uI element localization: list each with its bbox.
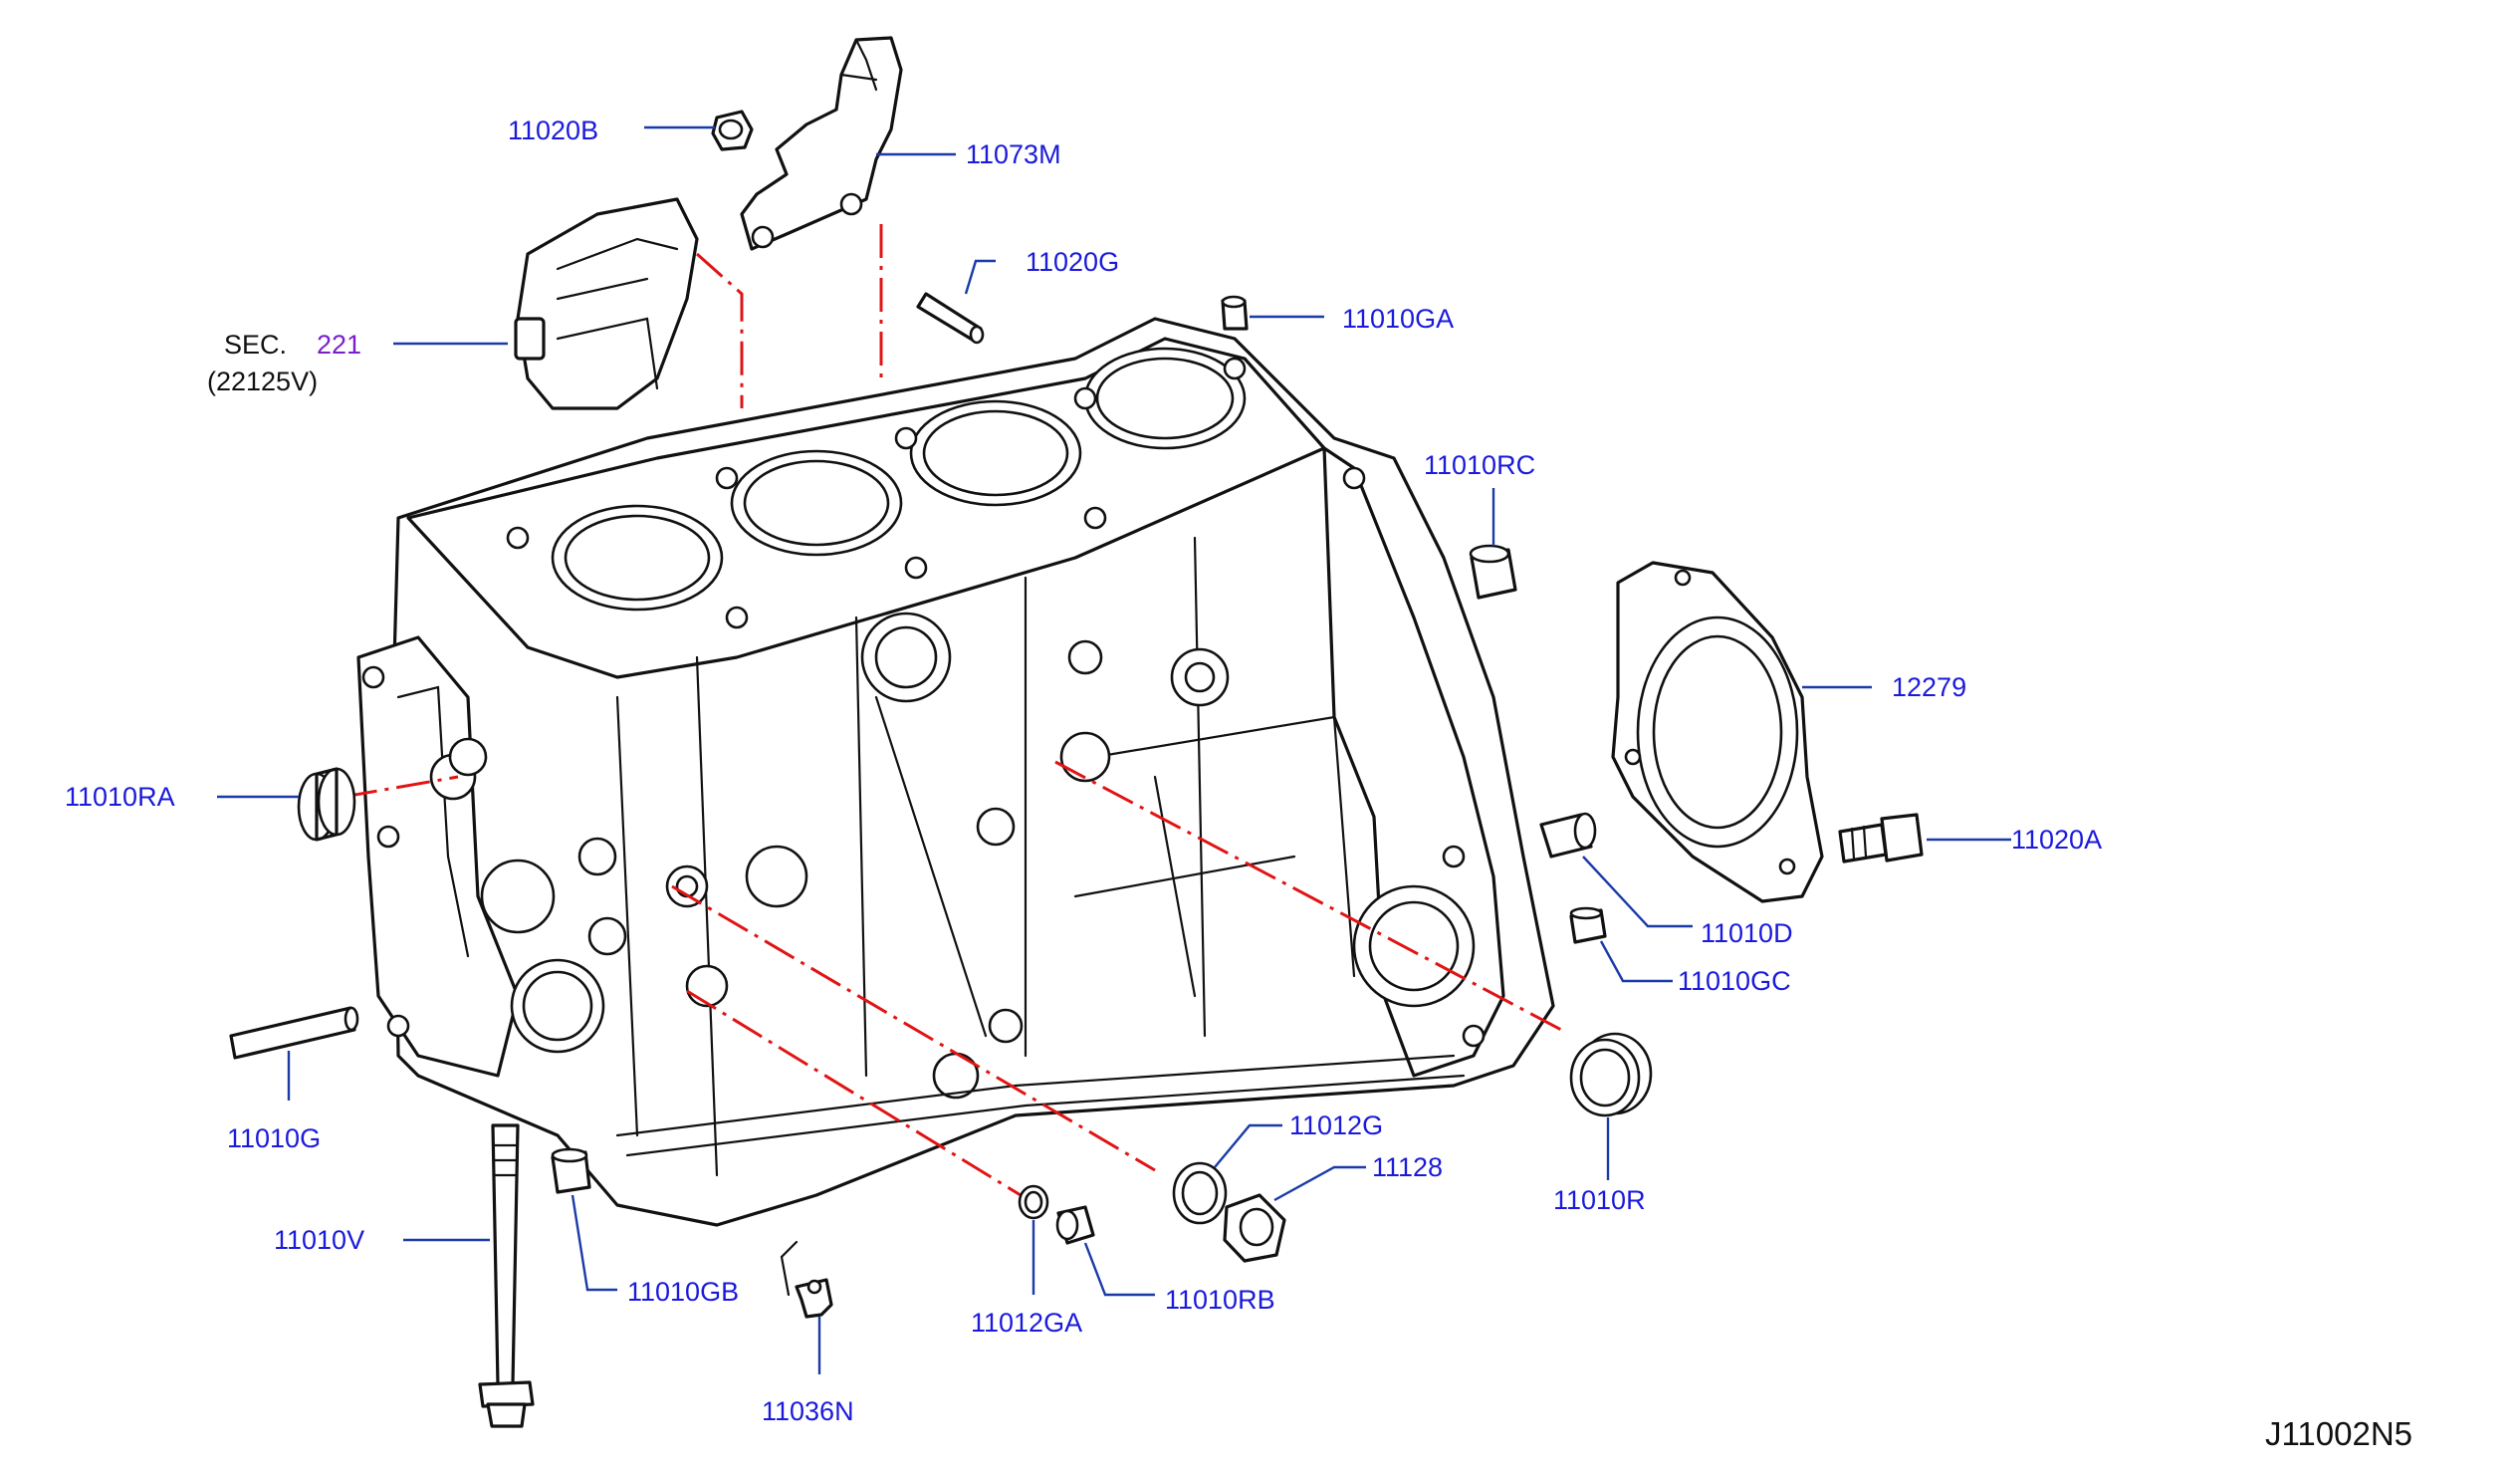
part-11010GA-graphic[interactable] [1221,295,1249,331]
label-11010RA[interactable]: 11010RA [65,782,175,812]
diagram-code: J11002N5 [2265,1415,2413,1452]
part-12279-graphic[interactable] [1611,561,1824,903]
label-11010V[interactable]: 11010V [274,1225,365,1255]
label-11010G[interactable]: 11010G [227,1123,322,1153]
label-11010RB[interactable]: 11010RB [1165,1285,1275,1315]
label-11012GA[interactable]: 11012GA [971,1308,1083,1338]
section-ref-sub: (22125V) [207,367,319,396]
label-11020B[interactable]: 11020B [508,116,599,145]
part-11010GB-graphic[interactable] [551,1147,591,1194]
part-11020B-graphic[interactable] [711,110,754,151]
part-11010RA-graphic[interactable] [297,767,356,842]
leader-lines [217,125,2011,1374]
label-11036N[interactable]: 11036N [762,1396,854,1426]
part-11020G-graphic[interactable] [916,292,985,345]
part-11010GC-graphic[interactable] [1569,906,1607,944]
label-11020A[interactable]: 11020A [2011,825,2103,855]
label-11073M[interactable]: 11073M [966,139,1061,169]
part-11010V-graphic[interactable] [478,1123,535,1428]
label-11010GB[interactable]: 11010GB [627,1277,740,1307]
part-11010G-graphic[interactable] [229,1006,359,1060]
part-11010R-graphic[interactable] [1569,1032,1653,1117]
part-11020A-graphic[interactable] [1838,813,1924,863]
label-11012G[interactable]: 11012G [1289,1110,1384,1140]
label-11010GC[interactable]: 11010GC [1678,966,1791,996]
label-11010GA[interactable]: 11010GA [1342,304,1455,334]
part-11128-graphic[interactable] [1223,1193,1286,1263]
label-11020G[interactable]: 11020G [1026,247,1120,277]
label-12279[interactable]: 12279 [1892,672,1967,702]
part-11012GA-graphic[interactable] [1018,1184,1049,1220]
label-11128[interactable]: 11128 [1372,1152,1444,1182]
label-11010D[interactable]: 11010D [1701,918,1793,948]
part-11012G-graphic[interactable] [1172,1161,1228,1225]
part-11010D-graphic[interactable] [1539,812,1597,859]
cylinder-block[interactable] [356,317,1555,1227]
label-11010RC[interactable]: 11010RC [1424,450,1536,480]
label-11010R[interactable]: 11010R [1553,1185,1646,1215]
part-11010RB-graphic[interactable] [1055,1205,1095,1245]
section-ref-prefix: SEC. [224,330,288,360]
section-221-cover-graphic[interactable] [514,197,699,410]
assembly-centerlines [343,224,1564,1197]
section-ref-number[interactable]: 221 [317,330,362,360]
part-11010RC-graphic[interactable] [1469,544,1517,600]
part-11073M-graphic[interactable] [740,36,903,251]
part-11036N-graphic[interactable] [780,1240,833,1319]
